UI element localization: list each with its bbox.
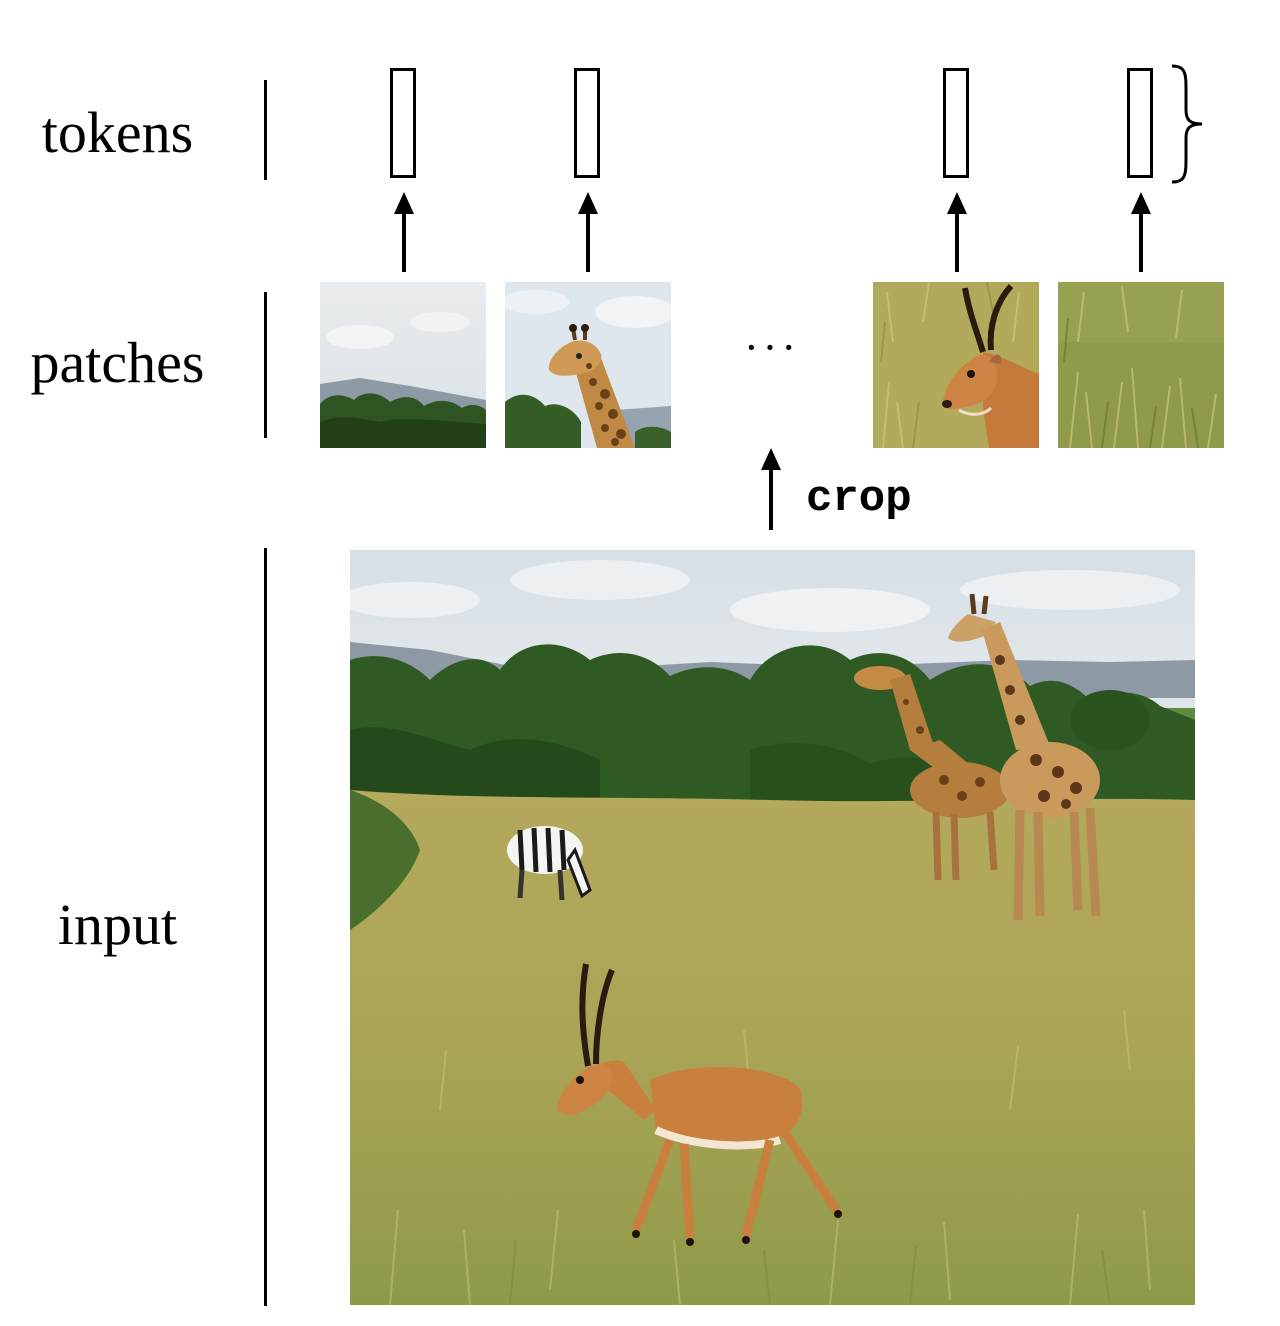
curly-brace-icon	[1171, 64, 1203, 184]
patch-grass	[1058, 282, 1224, 448]
token-4	[1127, 68, 1153, 178]
up-arrow-icon	[394, 192, 414, 272]
patches-separator	[264, 292, 267, 438]
patch-giraffe	[505, 282, 671, 448]
tokens-label: tokens	[41, 100, 194, 165]
ellipsis: ···	[744, 323, 800, 372]
input-label: input	[57, 892, 178, 957]
input-image	[350, 550, 1195, 1305]
input-separator	[264, 548, 267, 1306]
patches-label: patches	[30, 330, 205, 395]
crop-arrow-icon	[761, 448, 781, 530]
up-arrow-icon	[1131, 192, 1151, 272]
crop-label: crop	[806, 474, 912, 524]
up-arrow-icon	[578, 192, 598, 272]
up-arrow-icon	[947, 192, 967, 272]
token-3	[943, 68, 969, 178]
patch-impala	[873, 282, 1039, 448]
token-2	[574, 68, 600, 178]
patch-sky-trees	[320, 282, 486, 448]
tokens-separator	[264, 80, 267, 180]
token-1	[390, 68, 416, 178]
